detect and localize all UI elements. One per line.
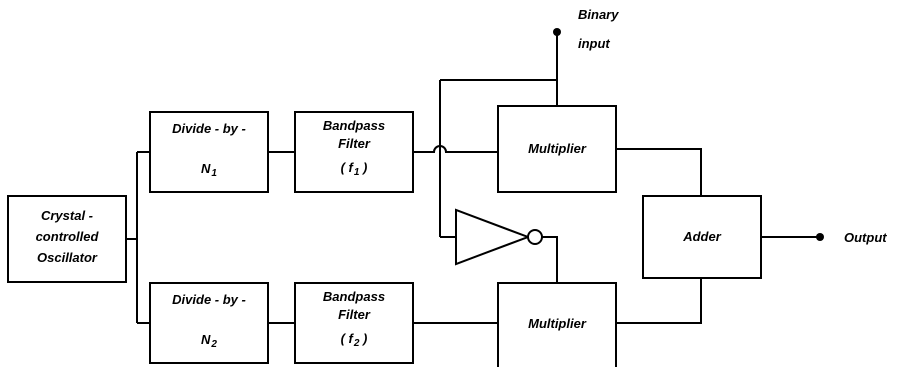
oscillator-label: Crystal - controlled Oscillator xyxy=(8,208,126,266)
oscillator-label-line1: Crystal - xyxy=(40,208,94,223)
binary-input-label-line1: Binary xyxy=(578,7,619,22)
output-label: Output xyxy=(844,230,887,245)
divider1-subscript: 1 xyxy=(211,168,217,179)
divider2-label-line1: Divide - by - xyxy=(172,292,246,307)
filter1-label-freq: ( f1 ) xyxy=(295,160,413,178)
divider2-subscript: 2 xyxy=(211,339,217,350)
output-terminal xyxy=(816,233,824,241)
binary-input-label-line2: input xyxy=(578,36,610,51)
filter2-label-line2: Filter xyxy=(338,307,370,322)
filter2-freq-symbol: ( f xyxy=(340,331,353,346)
divider1-label-n: N1 xyxy=(150,161,268,179)
oscillator-label-line2: controlled xyxy=(35,229,99,244)
multiplier2-label: Multiplier xyxy=(528,316,586,331)
wire-mult2-adder xyxy=(616,278,702,324)
multiplier2-box xyxy=(497,282,617,367)
oscillator-box xyxy=(7,195,127,283)
divider1-symbol: N xyxy=(201,161,211,176)
divider1-label-line1: Divide - by - xyxy=(172,121,246,136)
divider1-box xyxy=(149,111,269,193)
filter1-freq-subscript: 1 xyxy=(353,167,360,178)
wire-filter1-mult1 xyxy=(413,145,498,153)
filter2-label: Bandpass Filter ( f2 ) xyxy=(295,289,413,349)
filter1-freq-symbol: ( f xyxy=(340,160,353,175)
multiplier1-label: Multiplier xyxy=(528,141,586,156)
filter2-label-line1: Bandpass xyxy=(322,289,386,304)
wire-inverter-mult2 xyxy=(542,236,558,283)
inverter-bubble xyxy=(527,229,543,245)
divider1-label: Divide - by - N1 xyxy=(150,121,268,179)
divider2-label: Divide - by - N2 xyxy=(150,292,268,350)
filter2-label-freq: ( f2 ) xyxy=(295,331,413,349)
binary-input-label: Binary input xyxy=(578,7,618,52)
filter2-freq-close: ) xyxy=(359,331,368,346)
filter1-freq-close: ) xyxy=(359,160,368,175)
filter2-freq-subscript: 2 xyxy=(353,338,360,349)
inverter-triangle xyxy=(455,208,531,266)
oscillator-label-line3: Oscillator xyxy=(37,250,97,265)
divider2-symbol: N xyxy=(201,332,211,347)
multiplier1-box xyxy=(497,105,617,193)
filter1-label: Bandpass Filter ( f1 ) xyxy=(295,118,413,178)
filter1-label-line2: Filter xyxy=(338,136,370,151)
filter2-box xyxy=(294,282,414,364)
divider2-label-n: N2 xyxy=(150,332,268,350)
adder-label: Adder xyxy=(683,229,721,244)
wire-mult1-adder xyxy=(616,148,702,196)
divider2-box xyxy=(149,282,269,364)
filter1-label-line1: Bandpass xyxy=(322,118,386,133)
